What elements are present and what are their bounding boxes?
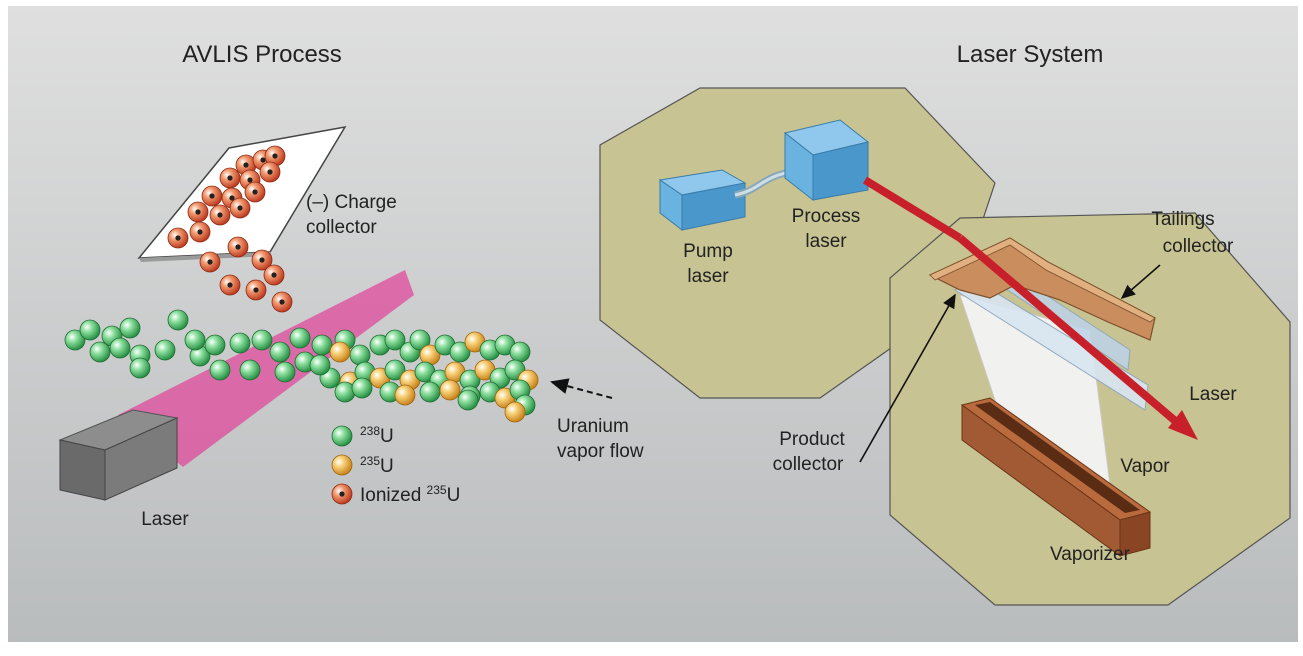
laser-hose-highlight [734, 170, 791, 197]
ion-charge-dot [247, 177, 253, 183]
ion-charge-dot [259, 257, 265, 263]
pump-laser [658, 169, 747, 232]
vapor-flow-label-2: vapor flow [557, 441, 644, 462]
ion-charge-dot [267, 169, 273, 175]
atoms-cloud [64, 145, 539, 423]
ion-charge-dot [217, 212, 223, 218]
ion-charge-dot [207, 259, 213, 265]
ion-charge-dot [253, 287, 259, 293]
u238-atom [129, 357, 151, 379]
u238-atom [64, 329, 86, 351]
process-laser-beam-lower [957, 234, 1183, 429]
u235-atom [439, 379, 461, 401]
u238-atom [384, 329, 406, 351]
u238-atom [119, 317, 141, 339]
u238-atom [509, 341, 531, 363]
laser-system-title: Laser System [957, 41, 1104, 68]
u238-atom [269, 341, 291, 363]
system-laser-label: Laser [1189, 384, 1237, 405]
u238-atom [251, 329, 273, 351]
product-arrow [859, 293, 956, 463]
avlis-laser-label: Laser [141, 509, 189, 530]
legend-u235-swatch [331, 454, 353, 476]
laser-beam-arrowhead [1168, 410, 1198, 440]
u238-atom [184, 329, 206, 351]
avlis-title: AVLIS Process [182, 41, 342, 68]
u238-atom [209, 359, 231, 381]
pump-laser-label-2: laser [687, 266, 729, 287]
u238-atom [204, 334, 226, 356]
u238-atom [449, 341, 471, 363]
u238-atom [79, 319, 101, 341]
tailings-collector-top [929, 237, 1156, 323]
ion-charge-dot [260, 157, 266, 163]
vapor-label: Vapor [1120, 456, 1170, 477]
product-label-1: Product [779, 429, 845, 450]
u238-atom [167, 309, 189, 331]
ion-charge-dot [227, 282, 233, 288]
u238-atom [419, 381, 441, 403]
pump-laser-label-1: Pump [683, 241, 733, 262]
u238-atom [154, 339, 176, 361]
u238-atom [89, 341, 111, 363]
ion-charge-dot [227, 175, 233, 181]
ion-charge-dot [209, 193, 215, 199]
vapor-flow-label-1: Uranium [557, 416, 629, 437]
ion-charge-dot [252, 189, 258, 195]
u238-atom [351, 377, 373, 399]
ion-charge-dot [272, 153, 278, 159]
tailings-label-2: collector [1163, 236, 1234, 257]
u238-atom [309, 354, 331, 376]
charge-collector-label-2: collector [306, 217, 377, 238]
ion-charge-dot [229, 195, 235, 201]
u238-atom [274, 361, 296, 383]
vapor-flow-arrow [550, 378, 613, 399]
u238-atom [109, 337, 131, 359]
atom-legend: 238U 235U Ionized 235U [331, 424, 460, 506]
process-laser-label-2: laser [805, 231, 847, 252]
u238-atom [457, 389, 479, 411]
product-label-2: collector [773, 454, 844, 475]
ion-charge-dot [235, 244, 241, 250]
ion-charge-dot [197, 229, 203, 235]
tailings-arrow [1120, 264, 1161, 300]
process-laser-beam-upper [862, 176, 963, 242]
vaporizer [960, 397, 1152, 557]
legend-u235-label: 235U [360, 454, 394, 477]
u238-atom [384, 359, 406, 381]
u238-atom [229, 332, 251, 354]
charge-collector-label-1: (–) Charge [306, 192, 397, 213]
ion-charge-dot [195, 209, 201, 215]
u238-atom [311, 334, 333, 356]
u238-atom [409, 329, 431, 351]
u235-atom [504, 401, 526, 423]
legend-ionized-label: Ionized 235U [360, 483, 460, 506]
ion-charge-dot [243, 162, 249, 168]
vaporizer-label: Vaporizer [1050, 544, 1131, 565]
legend-u238-label: 238U [360, 424, 394, 447]
laser-box-side [104, 417, 178, 501]
process-laser-label-1: Process [792, 206, 861, 227]
legend-u238-swatch [331, 425, 353, 447]
ion-charge-dot [271, 272, 277, 278]
avlis-laser-beam [118, 270, 414, 467]
laser-box-front [59, 439, 106, 501]
u235-atom [394, 384, 416, 406]
legend-ionized-dot [339, 491, 345, 497]
u238-atom [289, 327, 311, 349]
ion-charge-dot [175, 235, 181, 241]
tailings-label-1: Tailings [1151, 209, 1214, 230]
u238-atom [334, 381, 356, 403]
u238-atom [239, 359, 261, 381]
u235-atom [329, 341, 351, 363]
ion-charge-dot [237, 205, 243, 211]
ion-charge-dot [279, 299, 285, 305]
process-laser [783, 119, 870, 202]
